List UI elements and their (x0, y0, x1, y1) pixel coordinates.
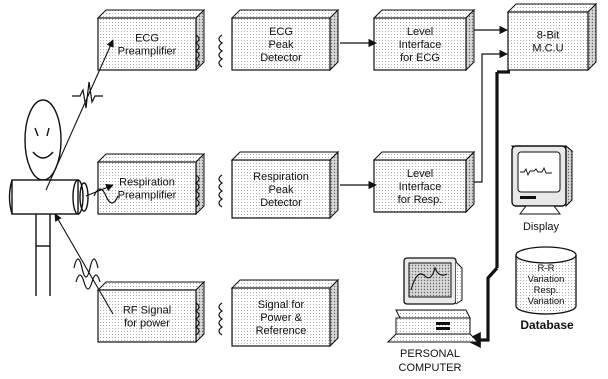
level-interface-resp-block-label-line-3: for Resp. (398, 194, 443, 206)
signal-power-reference-block-label-line-1: Signal for (258, 299, 305, 311)
display-label: Display (523, 221, 560, 233)
level-interface-resp-block-label-line-1: Level (407, 168, 433, 180)
database-text-line-4: Variation (528, 296, 565, 307)
resp-lead (85, 184, 114, 197)
level-interface-resp-block-label-line-2: Interface (399, 181, 442, 193)
ecg-peak-detector-block-label-line-3: Detector (260, 52, 302, 64)
ecg-waveform-icon (72, 81, 103, 109)
database-label: Database (520, 318, 574, 332)
ecg-peak-detector-block-label-line-2: Peak (268, 39, 294, 51)
signal-power-reference-block-label-line-3: Reference (256, 325, 307, 337)
signal-power-reference-block-label-line-2: Power & (260, 312, 302, 324)
level-interface-ecg-block-label-line-2: Interface (399, 39, 442, 51)
mcu-block-label-line-1: 8-Bit (537, 30, 560, 42)
respiration-peak-detector-block-label-line-3: Detector (260, 197, 302, 209)
transformer-coupling-ecg (194, 34, 224, 68)
database-text-line-2: Variation (528, 274, 565, 285)
mcu-block-label-line-2: M.C.U (532, 43, 563, 55)
respiration-waveform-icon (93, 188, 119, 204)
transformer-coupling-resp (194, 174, 224, 208)
respiration-preamplifier-block-label-line-2: Preamplifier (118, 190, 177, 202)
respiration-peak-detector-block-label-line-1: Respiration (253, 171, 309, 183)
ecg-lead (45, 39, 114, 191)
database-text-line-3: Resp. (534, 285, 559, 296)
rf-waveform-icon (73, 258, 101, 290)
rf-signal-block-label-line-2: for power (124, 318, 170, 330)
display-monitor-icon (510, 144, 574, 215)
ecg-preamplifier-block-label-line-1: ECG (135, 33, 159, 45)
level-interface-ecg-block-label-line-3: for ECG (400, 52, 440, 64)
database-text-line-1: R-R (538, 263, 555, 274)
pc-label-line-2: COMPUTER (399, 362, 462, 374)
database-icon (515, 246, 577, 315)
personal-computer-icon (386, 257, 480, 343)
pc-label-line-1: PERSONAL (400, 348, 460, 360)
ecg-peak-detector-block-label-line-1: ECG (269, 26, 293, 38)
arrow-level-resp-to-mcu (474, 49, 508, 183)
data-bus (464, 70, 510, 348)
level-interface-ecg-block-label-line-1: Level (407, 26, 433, 38)
respiration-preamplifier-block-label-line-1: Respiration (119, 177, 175, 189)
rf-signal-block-label-line-1: RF Signal (123, 305, 171, 317)
respiration-peak-detector-block-label-line-2: Peak (268, 184, 294, 196)
ecg-preamplifier-block-label-line-2: Preamplifier (118, 46, 177, 58)
rf-lead (54, 213, 114, 315)
transformer-coupling-rf (194, 302, 224, 336)
subject-smile (32, 151, 54, 159)
subject-torso (11, 179, 79, 215)
human-subject (8, 99, 89, 296)
